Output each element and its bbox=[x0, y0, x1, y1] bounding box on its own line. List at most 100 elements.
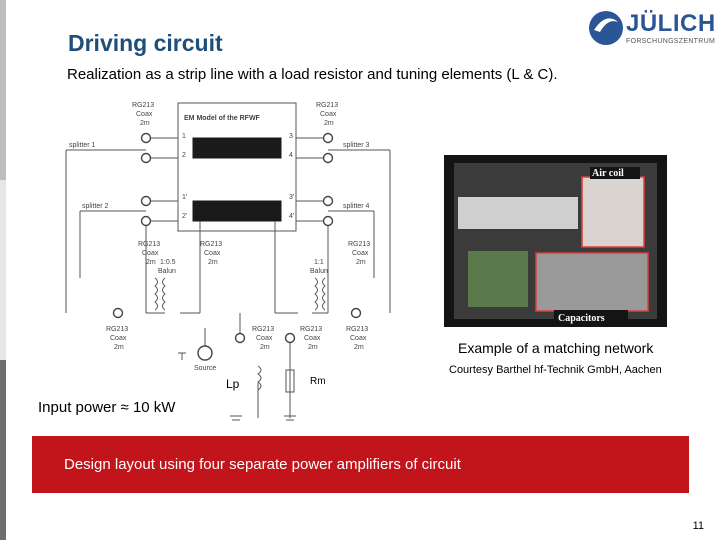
source-label: Source bbox=[194, 365, 216, 372]
photo-credit: Courtesy Barthel hf-Technik GmbH, Aachen bbox=[449, 364, 662, 376]
left-decor-segment-dark bbox=[0, 360, 6, 540]
photo-label-plate bbox=[590, 167, 640, 179]
julich-logo bbox=[589, 11, 623, 45]
left-decor-bar bbox=[0, 0, 6, 540]
coax-port-marker bbox=[322, 215, 334, 227]
outer-loop-lines bbox=[65, 150, 391, 313]
strip-line-top bbox=[192, 137, 282, 159]
coax-label: Coax bbox=[110, 335, 127, 342]
coax-port-marker bbox=[140, 195, 152, 207]
splitter-label: splitter 2 bbox=[82, 203, 109, 210]
logo-name: JÜLICH bbox=[626, 10, 716, 37]
coax-label: RG213 bbox=[106, 326, 128, 333]
lp-label: Lp bbox=[226, 377, 240, 391]
resistor-icon bbox=[285, 369, 295, 393]
logo-emblem-icon bbox=[589, 11, 623, 45]
summary-banner-text: Design layout using four separate power … bbox=[64, 456, 461, 473]
balun-left-coil-icon bbox=[154, 277, 158, 311]
circuit-diagram: EM Model of the RFWF splitter 1 splitter… bbox=[65, 102, 391, 421]
coax-vertical-lines bbox=[145, 221, 329, 313]
coax-label: RG213 bbox=[300, 326, 322, 333]
coax-label: RG213 bbox=[346, 326, 368, 333]
port-label: 1' bbox=[182, 194, 187, 201]
page-subtitle: Realization as a strip line with a load … bbox=[67, 66, 558, 83]
em-model-title: EM Model of the RFWF bbox=[184, 115, 261, 122]
photo-capacitors bbox=[535, 252, 649, 312]
photo-caption: Example of a matching network bbox=[458, 340, 654, 356]
coax-port-marker bbox=[234, 332, 246, 344]
summary-banner bbox=[32, 436, 689, 493]
balun-left-label: Balun bbox=[158, 268, 176, 275]
input-power-text: Input power ≈ 10 kW bbox=[38, 399, 176, 416]
matching-network-photo: Air coil Capacitors bbox=[444, 155, 667, 327]
source-leads bbox=[204, 313, 291, 398]
balun-left-coil-icon bbox=[162, 277, 166, 311]
splitter-label: splitter 3 bbox=[343, 142, 370, 149]
coax-label: RG213 bbox=[316, 102, 338, 109]
balun-right-coil-icon bbox=[314, 277, 318, 311]
coax-label: 2m bbox=[260, 344, 270, 351]
coax-label: 2m bbox=[208, 259, 218, 266]
port-label: 4' bbox=[289, 213, 294, 220]
lr-leads bbox=[257, 383, 291, 418]
coax-label: 2m bbox=[146, 259, 156, 266]
rm-label: Rm bbox=[310, 376, 326, 387]
coax-label: 2m bbox=[140, 120, 150, 127]
balun-right-coil-icon bbox=[322, 277, 326, 311]
coax-port-marker bbox=[322, 195, 334, 207]
port-label: 1 bbox=[182, 133, 186, 140]
em-model-box bbox=[177, 102, 297, 232]
coax-label: 2m bbox=[114, 344, 124, 351]
splitter-label: splitter 1 bbox=[69, 142, 96, 149]
coax-label: Coax bbox=[204, 250, 221, 257]
page-title: Driving circuit bbox=[68, 30, 223, 56]
source-icon bbox=[197, 345, 213, 361]
photo-capacitors-label: Capacitors bbox=[558, 313, 605, 324]
strip-line-bottom bbox=[192, 200, 282, 222]
port-label: 2 bbox=[182, 152, 186, 159]
balun-left-ratio: 1:0.5 bbox=[160, 259, 176, 266]
page-number: 11 bbox=[692, 520, 704, 532]
photo-air-coil bbox=[581, 176, 645, 248]
coax-label: RG213 bbox=[348, 241, 370, 248]
coax-port-marker bbox=[140, 132, 152, 144]
left-port-leads bbox=[146, 137, 178, 222]
coax-port-marker bbox=[140, 215, 152, 227]
splitter-leads bbox=[66, 149, 390, 212]
photo-busbar bbox=[458, 197, 578, 229]
coax-label: Coax bbox=[304, 335, 321, 342]
port-label: 2' bbox=[182, 213, 187, 220]
coax-port-marker bbox=[350, 307, 362, 319]
coax-label: Coax bbox=[256, 335, 273, 342]
ground-icon bbox=[178, 352, 186, 360]
balun-right-ratio: 1:1 bbox=[314, 259, 324, 266]
coax-port-marker bbox=[112, 307, 124, 319]
photo-label-plate bbox=[554, 310, 628, 324]
coax-label: 2m bbox=[356, 259, 366, 266]
balun-right-label: Balun bbox=[310, 268, 328, 275]
coax-label: RG213 bbox=[252, 326, 274, 333]
left-decor-segment-light bbox=[0, 0, 6, 180]
photo-air-coil-label: Air coil bbox=[592, 168, 624, 179]
coax-label: Coax bbox=[136, 111, 153, 118]
ground-icon bbox=[230, 415, 242, 421]
coax-label: RG213 bbox=[200, 241, 222, 248]
inductor-icon bbox=[257, 365, 262, 391]
coax-label: Coax bbox=[142, 250, 159, 257]
port-label: 3 bbox=[289, 133, 293, 140]
coax-port-marker bbox=[322, 152, 334, 164]
coax-label: Coax bbox=[350, 335, 367, 342]
port-label: 4 bbox=[289, 152, 293, 159]
coax-port-marker bbox=[284, 332, 296, 344]
ground-icon bbox=[284, 415, 296, 421]
coax-label: RG213 bbox=[138, 241, 160, 248]
photo-circuit-board bbox=[468, 251, 528, 307]
right-port-leads bbox=[296, 137, 328, 222]
port-label: 3' bbox=[289, 194, 294, 201]
coax-label: 2m bbox=[354, 344, 364, 351]
logo-emblem-swoosh bbox=[594, 18, 618, 32]
logo-subtitle: FORSCHUNGSZENTRUM bbox=[626, 38, 716, 45]
coax-label: 2m bbox=[308, 344, 318, 351]
coax-label: 2m bbox=[324, 120, 334, 127]
splitter-label: splitter 4 bbox=[343, 203, 370, 210]
